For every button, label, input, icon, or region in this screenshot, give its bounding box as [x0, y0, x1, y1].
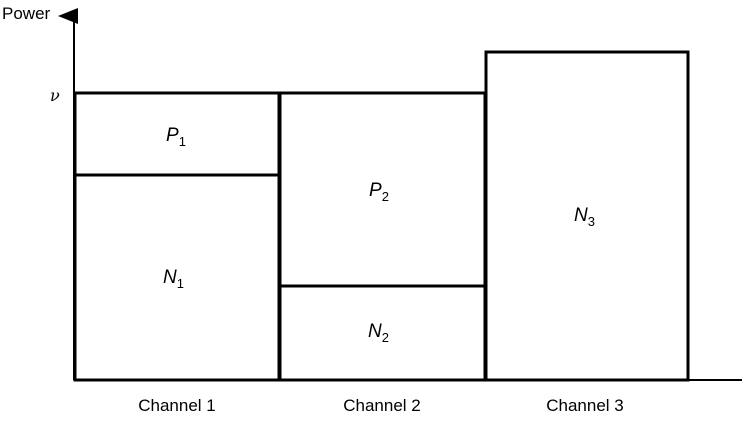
- block-n2-label: N2: [368, 321, 389, 345]
- block-p1-label: P1: [166, 125, 186, 149]
- y-axis-label: Power: [2, 4, 51, 23]
- channel-3-label: Channel 3: [546, 396, 624, 415]
- channel-3: N3 Channel 3: [484, 50, 690, 415]
- channel-3-outline: [484, 50, 690, 382]
- channel-1: P1 N1 Channel 1: [73, 91, 281, 415]
- channel-2-label: Channel 2: [343, 396, 421, 415]
- channel-2-outline: [278, 91, 487, 382]
- channel-1-label: Channel 1: [138, 396, 216, 415]
- block-n1-label: N1: [163, 267, 184, 291]
- channel-2: P2 N2 Channel 2: [278, 91, 487, 415]
- block-p2-label: P2: [369, 180, 389, 204]
- block-n3-label: N3: [574, 205, 595, 229]
- water-level-label: ν: [50, 86, 60, 105]
- channel-1-outline: [73, 91, 281, 382]
